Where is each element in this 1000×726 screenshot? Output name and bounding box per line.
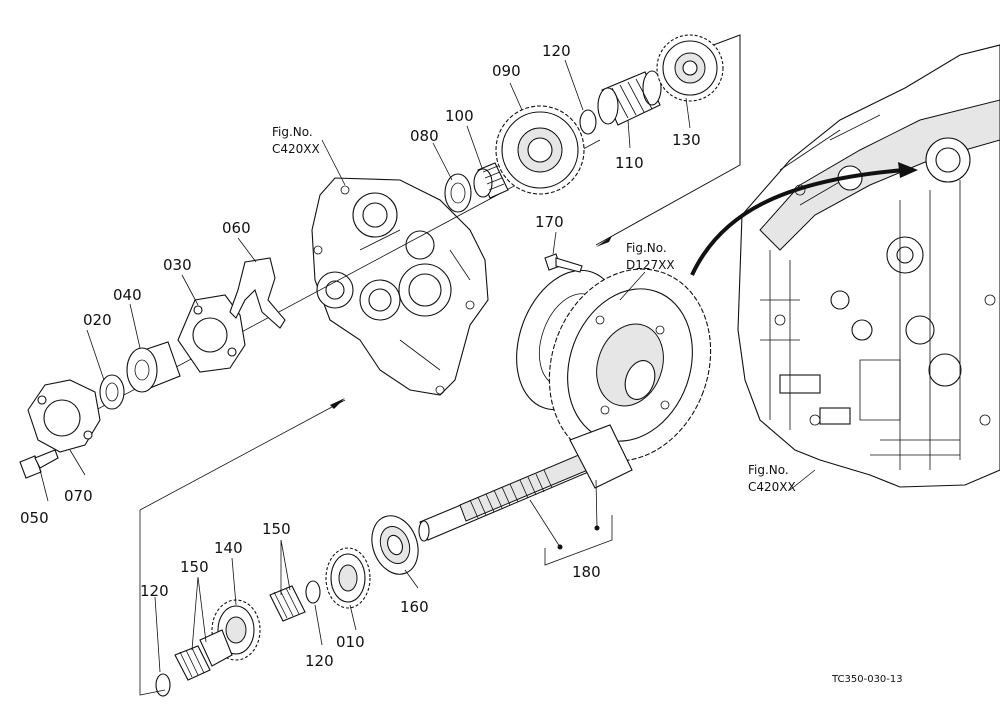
arrow-head-lower [330, 398, 345, 409]
part-120-snap-ring-lower [155, 673, 171, 697]
pinion-shaft [418, 424, 633, 542]
part-090-gear [495, 105, 585, 195]
callout-090: 090 [492, 62, 521, 80]
part-080-seal [444, 173, 472, 213]
callout-160: 160 [400, 598, 429, 616]
callout-020: 020 [83, 311, 112, 329]
callout-070: 070 [64, 487, 93, 505]
figref-middle-label: Fig.No. [626, 241, 667, 255]
callout-180-bracket [529, 479, 613, 566]
callout-080: 080 [410, 127, 439, 145]
part-060-fork [229, 257, 286, 329]
figref-middle-code: D127XX [626, 258, 675, 272]
callout-140: 140 [214, 539, 243, 557]
callout-040: 040 [113, 286, 142, 304]
figref-lower-right-label: Fig.No. [748, 463, 789, 477]
assembly-arrow-head [898, 162, 918, 178]
lower-bracket-side [139, 510, 166, 696]
part-070-plate [27, 379, 101, 453]
part-110-sleeve [597, 70, 662, 126]
callout-110: 110 [615, 154, 644, 172]
callout-100: 100 [445, 107, 474, 125]
part-040-collar [126, 341, 181, 393]
callout-130: 130 [672, 131, 701, 149]
callout-120-lower: 120 [140, 582, 169, 600]
figref-lower-right-code: C420XX [748, 480, 796, 494]
transmission-case [737, 44, 1000, 488]
part-120-snap-ring-upper [579, 109, 597, 135]
callout-050: 050 [20, 509, 49, 527]
callout-150-left: 150 [180, 558, 209, 576]
part-120-snap-ring-mid [305, 580, 321, 604]
lower-bracket-top [139, 399, 346, 511]
part-050-bolt [19, 449, 59, 479]
callout-150-right: 150 [262, 520, 291, 538]
callout-120-upper: 120 [542, 42, 571, 60]
assembly-arrow [690, 168, 906, 276]
part-030-flange [177, 294, 246, 373]
callout-120-mid: 120 [305, 652, 334, 670]
part-160-bearing [371, 515, 419, 575]
callout-030: 030 [163, 256, 192, 274]
callout-170: 170 [535, 213, 564, 231]
callout-010: 010 [336, 633, 365, 651]
part-020-seal [99, 374, 125, 410]
part-150-bearing-right [269, 585, 306, 622]
upper-bracket [595, 34, 918, 276]
part-140-gear [199, 599, 261, 667]
center-housing [311, 177, 489, 396]
part-100-bearing [473, 162, 509, 199]
callout-060: 060 [222, 219, 251, 237]
callout-180: 180 [572, 563, 601, 581]
part-010-gear [325, 547, 371, 609]
arrow-head [596, 236, 612, 247]
part-130-gear [656, 34, 724, 102]
part-170-bolt [544, 253, 583, 273]
figref-upper-left-code: C420XX [272, 142, 320, 156]
drawing-code: TC350-030-13 [831, 674, 903, 685]
leader-lines [39, 59, 816, 673]
figref-upper-left-label: Fig.No. [272, 125, 313, 139]
part-150-bearing-left [174, 645, 211, 681]
